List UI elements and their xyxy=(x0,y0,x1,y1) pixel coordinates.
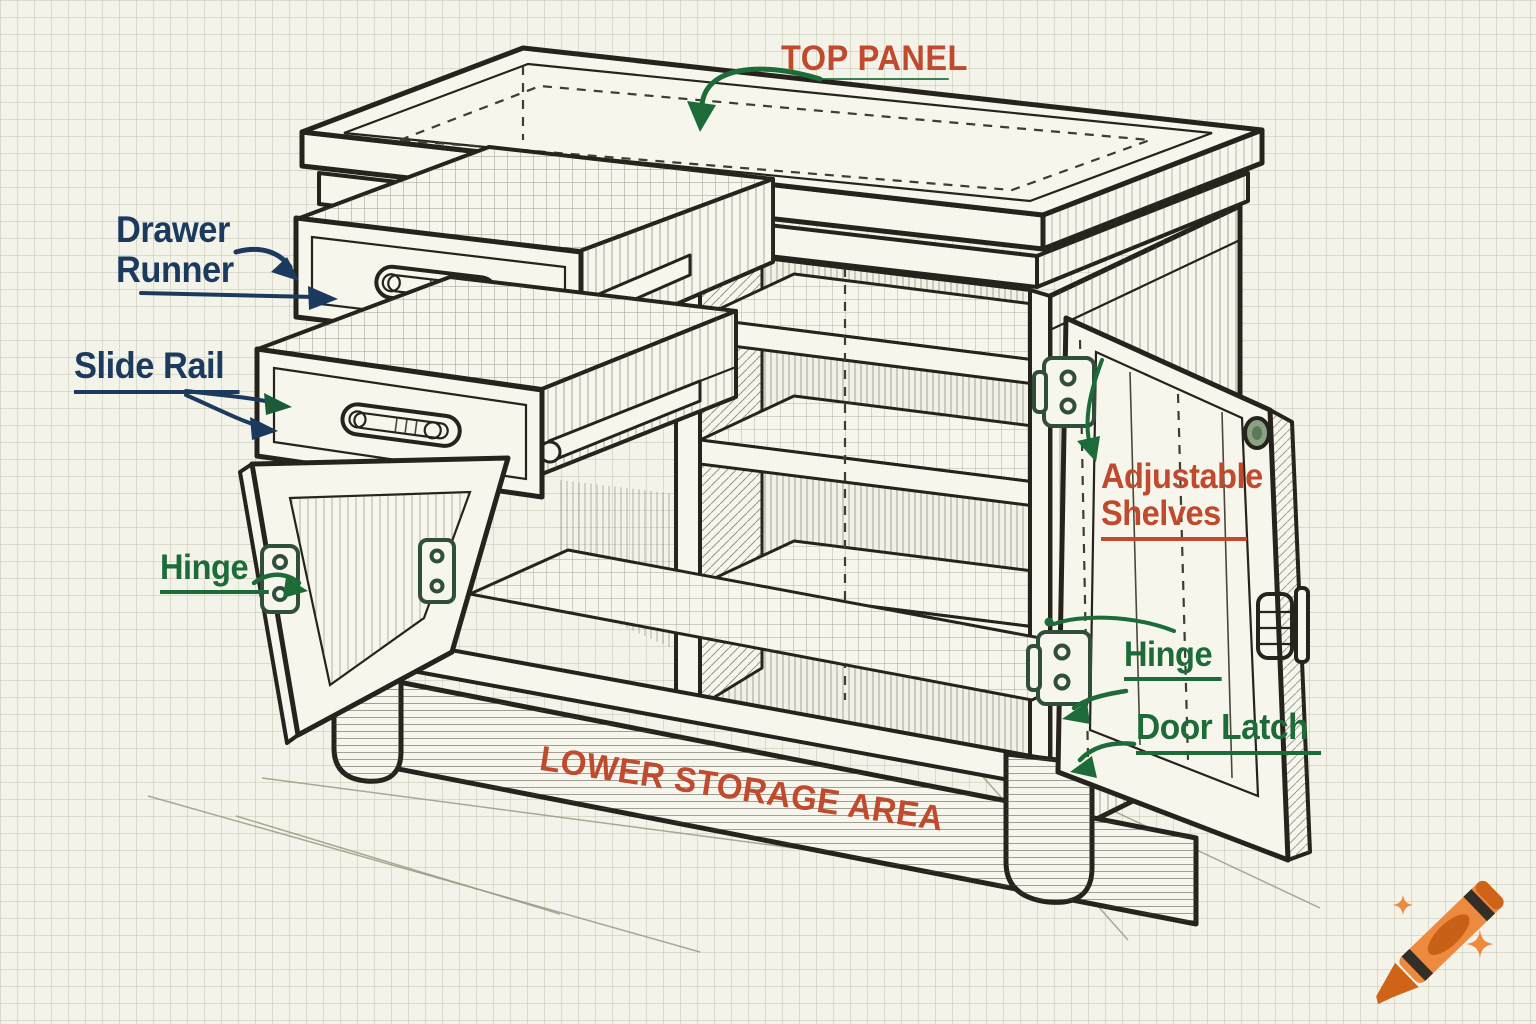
callout-arrows xyxy=(139,66,1176,778)
hinge-left-arrow xyxy=(251,572,308,598)
door-latch-hardware[interactable] xyxy=(1256,586,1310,664)
top-panel-arrow xyxy=(687,66,949,132)
label-adjustable-shelves-line1: Adjustable xyxy=(1101,457,1263,496)
sparkle-icon xyxy=(1466,930,1494,958)
label-drawer-runner: Drawer Runner xyxy=(116,210,234,289)
right-door[interactable] xyxy=(1026,315,1312,863)
left-door[interactable] xyxy=(238,455,511,745)
label-adjustable-shelves: Adjustable Shelves xyxy=(1101,458,1263,541)
label-slide-rail: Slide Rail xyxy=(74,346,240,394)
hinge-right-leaders xyxy=(1044,358,1176,724)
slide-rail-arrows xyxy=(184,389,292,440)
drawer-runner-arrows xyxy=(139,246,338,310)
sparkle-icon xyxy=(1392,894,1414,916)
label-hinge-left: Hinge xyxy=(160,549,269,595)
front-right-leg xyxy=(1003,751,1095,905)
lower-drawer-handle[interactable] xyxy=(340,402,462,448)
label-hinge-left-text: Hinge xyxy=(160,549,269,595)
label-door-latch-text: Door Latch xyxy=(1136,707,1322,755)
adjustable-shelf-1 xyxy=(700,272,1030,386)
label-drawer-runner-line1: Drawer xyxy=(116,209,230,250)
door-knob[interactable] xyxy=(1243,416,1271,450)
top-panel-drawing xyxy=(299,45,1265,289)
label-slide-rail-text: Slide Rail xyxy=(74,346,240,394)
label-top-panel: TOP PANEL xyxy=(781,39,968,78)
left-door-hinge-inner xyxy=(418,538,456,604)
crayon-logo xyxy=(1376,880,1504,1005)
slide-rail-hardware xyxy=(538,365,737,464)
label-hinge-right: Hinge xyxy=(1124,636,1222,682)
adjustable-shelf-2 xyxy=(700,394,1030,508)
label-drawer-runner-line2: Runner xyxy=(116,248,234,290)
door-latch-arrow xyxy=(1070,741,1137,778)
right-door-hinge-upper xyxy=(1032,356,1096,428)
label-adjustable-shelves-line2: Shelves xyxy=(1101,495,1247,541)
right-door-hinge-lower xyxy=(1026,630,1092,706)
label-door-latch: Door Latch xyxy=(1136,707,1322,755)
label-hinge-right-text: Hinge xyxy=(1124,636,1222,682)
